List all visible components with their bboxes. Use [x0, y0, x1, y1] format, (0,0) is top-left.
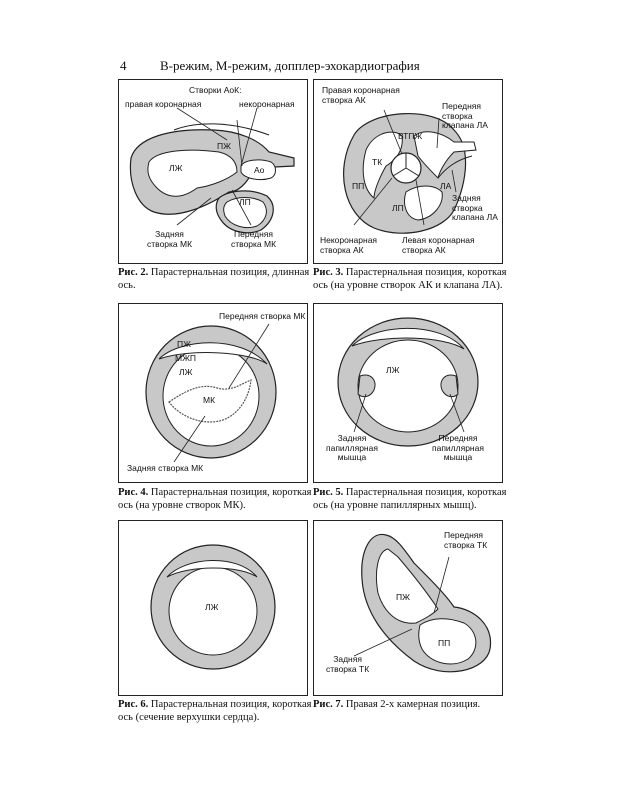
fig3-posterior-la-label: Задняя створка клапана ЛА — [452, 194, 498, 223]
fig2-right-coronary-label: правая коронарная — [125, 100, 201, 110]
fig4-caption-text: Парастернальная позиция, короткая ось (н… — [118, 487, 311, 511]
fig6-lzh-label: ЛЖ — [205, 603, 218, 613]
figure-2-panel: Створки АоК: правая коронарная некоронар… — [118, 79, 308, 264]
fig3-lp-label: ЛП — [392, 204, 404, 214]
fig4-posterior-mk-label: Задняя створка МК — [127, 464, 203, 474]
fig2-title-label: Створки АоК: — [189, 86, 241, 96]
fig2-posterior-mk-label: Задняя створка МК — [147, 230, 192, 249]
fig3-caption: Рис. 3. Парастернальная позиция, коротка… — [313, 266, 508, 292]
fig3-vtpzh-label: ВТПЖ — [398, 132, 422, 142]
fig6-caption: Рис. 6. Парастернальная позиция, коротка… — [118, 698, 313, 724]
fig3-tk-label: ТК — [372, 158, 382, 168]
fig6-caption-number: Рис. 6. — [118, 699, 148, 710]
fig3-anterior-la-label: Передняя створка клапана ЛА — [442, 102, 488, 131]
fig2-noncoronary-label: некоронарная — [239, 100, 295, 110]
fig5-anterior-pap-label: Передняя папиллярная мышца — [432, 434, 484, 463]
fig4-caption: Рис. 4. Парастернальная позиция, коротка… — [118, 486, 313, 512]
page-number: 4 — [120, 58, 127, 74]
fig7-anterior-tk-label: Передняя створка ТК — [444, 531, 487, 550]
fig3-caption-text: Парастернальная позиция, короткая ось (н… — [313, 267, 506, 291]
fig2-lzh-label: ЛЖ — [169, 164, 182, 174]
fig7-caption: Рис. 7. Правая 2-х камерная позиция. — [313, 698, 508, 711]
fig7-posterior-tk-label: Задняя створка ТК — [326, 655, 369, 674]
fig3-la-label: ЛА — [440, 182, 451, 192]
fig7-caption-text: Правая 2-х камерная позиция. — [343, 699, 480, 710]
fig7-caption-number: Рис. 7. — [313, 699, 343, 710]
fig7-pp-label: ПП — [438, 639, 450, 649]
fig5-caption-number: Рис. 5. — [313, 487, 343, 498]
fig3-caption-number: Рис. 3. — [313, 267, 343, 278]
fig2-pzh-label: ПЖ — [217, 142, 231, 152]
fig2-lp-label: ЛП — [239, 198, 251, 208]
figure-6-panel: ЛЖ — [118, 520, 308, 696]
fig5-posterior-pap-label: Задняя папиллярная мышца — [326, 434, 378, 463]
fig2-caption-number: Рис. 2. — [118, 267, 148, 278]
fig5-lzh-label: ЛЖ — [386, 366, 399, 376]
fig4-anterior-mk-label: Передняя створка МК — [219, 312, 305, 322]
fig2-anterior-mk-label: Передняя створка МК — [231, 230, 276, 249]
fig4-lzh-label: ЛЖ — [179, 368, 192, 378]
fig3-right-coronary-label: Правая коронарная створка АК — [322, 86, 400, 105]
fig3-left-coronary-label: Левая коронарная створка АК — [402, 236, 475, 255]
fig3-pp-label: ПП — [352, 182, 364, 192]
figure-4-diagram — [119, 304, 307, 482]
fig4-mzhp-label: МЖП — [175, 354, 196, 364]
running-header: В-режим, М-режим, допплер-эхокардиографи… — [160, 58, 420, 74]
fig4-mk-label: МК — [203, 396, 215, 406]
fig6-caption-text: Парастернальная позиция, короткая ось (с… — [118, 699, 311, 723]
fig5-caption-text: Парастернальная позиция, короткая ось (н… — [313, 487, 506, 511]
figure-7-panel: Передняя створка ТК ПЖ ПП Задняя створка… — [313, 520, 503, 696]
fig5-caption: Рис. 5. Парастернальная позиция, коротка… — [313, 486, 508, 512]
figure-5-panel: ЛЖ Задняя папиллярная мышца Передняя пап… — [313, 303, 503, 483]
fig4-caption-number: Рис. 4. — [118, 487, 148, 498]
fig4-pzh-label: ПЖ — [177, 340, 191, 350]
fig2-caption: Рис. 2. Парастернальная позиция, длинная… — [118, 266, 313, 292]
figure-4-panel: Передняя створка МК ПЖ МЖП ЛЖ МК Задняя … — [118, 303, 308, 483]
figure-3-panel: Правая коронарная створка АК Передняя ст… — [313, 79, 503, 264]
fig3-noncoronary-label: Некоронарная створка АК — [320, 236, 377, 255]
fig2-ao-label: Ао — [254, 166, 264, 176]
fig7-pzh-label: ПЖ — [396, 593, 410, 603]
